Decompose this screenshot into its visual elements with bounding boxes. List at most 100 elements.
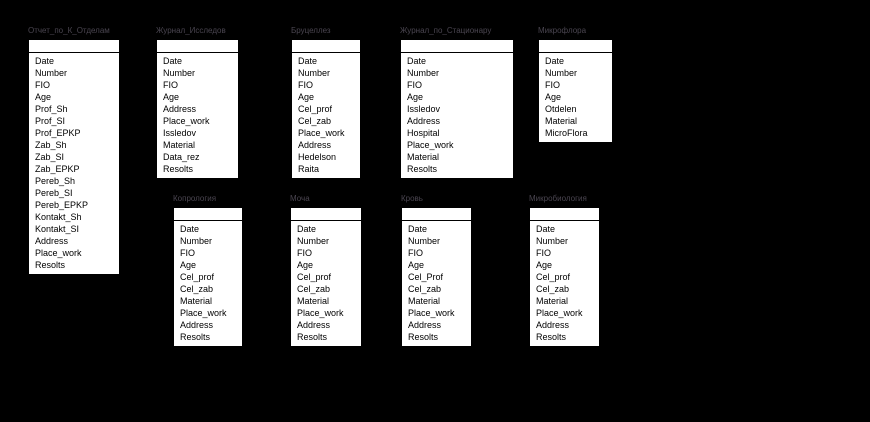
entity-field[interactable]: Material <box>163 140 196 150</box>
entity-field[interactable]: Resolts <box>297 332 328 342</box>
entity-field[interactable]: Prof_EPKP <box>35 128 81 138</box>
entity-field[interactable]: Raita <box>298 164 320 174</box>
entity-field[interactable]: Address <box>163 104 197 114</box>
entity-field[interactable]: Prof_Sh <box>35 104 68 114</box>
entity-field[interactable]: Place_work <box>536 308 583 318</box>
entity-field[interactable]: Hedelson <box>298 152 337 162</box>
entity-field[interactable]: Cel_zab <box>408 284 442 294</box>
entity-field[interactable]: Cel_zab <box>536 284 570 294</box>
entity-field[interactable]: Prof_SI <box>35 116 66 126</box>
entity-field[interactable]: Age <box>180 260 197 270</box>
entity-field[interactable]: Data_rez <box>163 152 200 162</box>
entity-field[interactable]: Age <box>298 92 315 102</box>
entity-field[interactable]: Number <box>297 236 330 246</box>
entity-field[interactable]: FIO <box>163 80 178 90</box>
entity-field[interactable]: Age <box>407 92 424 102</box>
entity-field[interactable]: Cel_prof <box>180 272 215 282</box>
entity-field[interactable]: Resolts <box>408 332 439 342</box>
entity-field[interactable]: Resolts <box>536 332 567 342</box>
entity-field[interactable]: Place_work <box>407 140 454 150</box>
entity-field[interactable]: Material <box>297 296 330 306</box>
entity-field[interactable]: Date <box>408 224 428 234</box>
entity-field[interactable]: Age <box>163 92 180 102</box>
entity-field[interactable]: Address <box>297 320 331 330</box>
entity-field[interactable]: Address <box>407 116 441 126</box>
entity-field[interactable]: Material <box>545 116 578 126</box>
entity-field[interactable]: Otdelen <box>545 104 577 114</box>
entity-field[interactable]: Number <box>35 68 68 78</box>
entity-field[interactable]: Date <box>163 56 183 66</box>
entity-field[interactable]: Resolts <box>407 164 438 174</box>
entity-field[interactable]: Place_work <box>35 248 82 258</box>
entity-field[interactable]: Date <box>35 56 55 66</box>
entity-field[interactable]: Date <box>545 56 565 66</box>
entity-field[interactable]: Pereb_EPKP <box>35 200 89 210</box>
entity-field[interactable]: FIO <box>408 248 423 258</box>
entity-field[interactable]: Place_work <box>180 308 227 318</box>
entity-field[interactable]: Age <box>35 92 52 102</box>
entity-field[interactable]: Cel_zab <box>298 116 332 126</box>
entity-field[interactable]: Address <box>35 236 69 246</box>
entity-field[interactable]: Date <box>180 224 200 234</box>
entity-field[interactable]: Place_work <box>408 308 455 318</box>
entity-field[interactable]: Date <box>297 224 317 234</box>
entity-field[interactable]: Date <box>298 56 318 66</box>
entity-field[interactable]: Issledov <box>163 128 197 138</box>
entity-field[interactable]: Cel_Prof <box>408 272 444 282</box>
entity-field[interactable]: FIO <box>545 80 560 90</box>
entity-field[interactable]: FIO <box>35 80 50 90</box>
entity-field[interactable]: FIO <box>536 248 551 258</box>
entity-field[interactable]: Kontakt_Sh <box>35 212 82 222</box>
entity-field[interactable]: Number <box>545 68 578 78</box>
entity-field[interactable]: Material <box>536 296 569 306</box>
entity-field[interactable]: Resolts <box>180 332 211 342</box>
entity-field[interactable]: Date <box>407 56 427 66</box>
entity-field[interactable]: Resolts <box>35 260 66 270</box>
entity-field[interactable]: Age <box>545 92 562 102</box>
entity-field[interactable]: Number <box>180 236 213 246</box>
entity-field[interactable]: Age <box>408 260 425 270</box>
entity-field[interactable]: Cel_prof <box>297 272 332 282</box>
entity-field[interactable]: FIO <box>297 248 312 258</box>
entity-field[interactable]: Age <box>536 260 553 270</box>
entity-field[interactable]: Address <box>408 320 442 330</box>
entity-field[interactable]: Resolts <box>163 164 194 174</box>
entity-field[interactable]: Zab_SI <box>35 152 65 162</box>
entity-field[interactable]: Material <box>407 152 440 162</box>
entity-field[interactable]: Issledov <box>407 104 441 114</box>
entity-field[interactable]: Cel_prof <box>536 272 571 282</box>
entity-field[interactable]: Address <box>298 140 332 150</box>
entity-field[interactable]: MicroFlora <box>545 128 588 138</box>
entity-field[interactable]: Age <box>297 260 314 270</box>
entity-field[interactable]: Number <box>298 68 331 78</box>
entity-field[interactable]: Cel_prof <box>298 104 333 114</box>
entity-field[interactable]: Zab_Sh <box>35 140 67 150</box>
entity-field[interactable]: FIO <box>298 80 313 90</box>
entity-field[interactable]: Address <box>180 320 214 330</box>
entity-field[interactable]: Address <box>536 320 570 330</box>
entity-field[interactable]: Place_work <box>163 116 210 126</box>
entity-field[interactable]: Pereb_Sh <box>35 176 76 186</box>
entity-field[interactable]: Number <box>407 68 440 78</box>
entity-field[interactable]: Date <box>536 224 556 234</box>
entity-field[interactable]: Zab_EPKP <box>35 164 80 174</box>
entity-field[interactable]: Place_work <box>297 308 344 318</box>
entity-field[interactable]: Cel_zab <box>297 284 331 294</box>
entity-field[interactable]: Number <box>408 236 441 246</box>
